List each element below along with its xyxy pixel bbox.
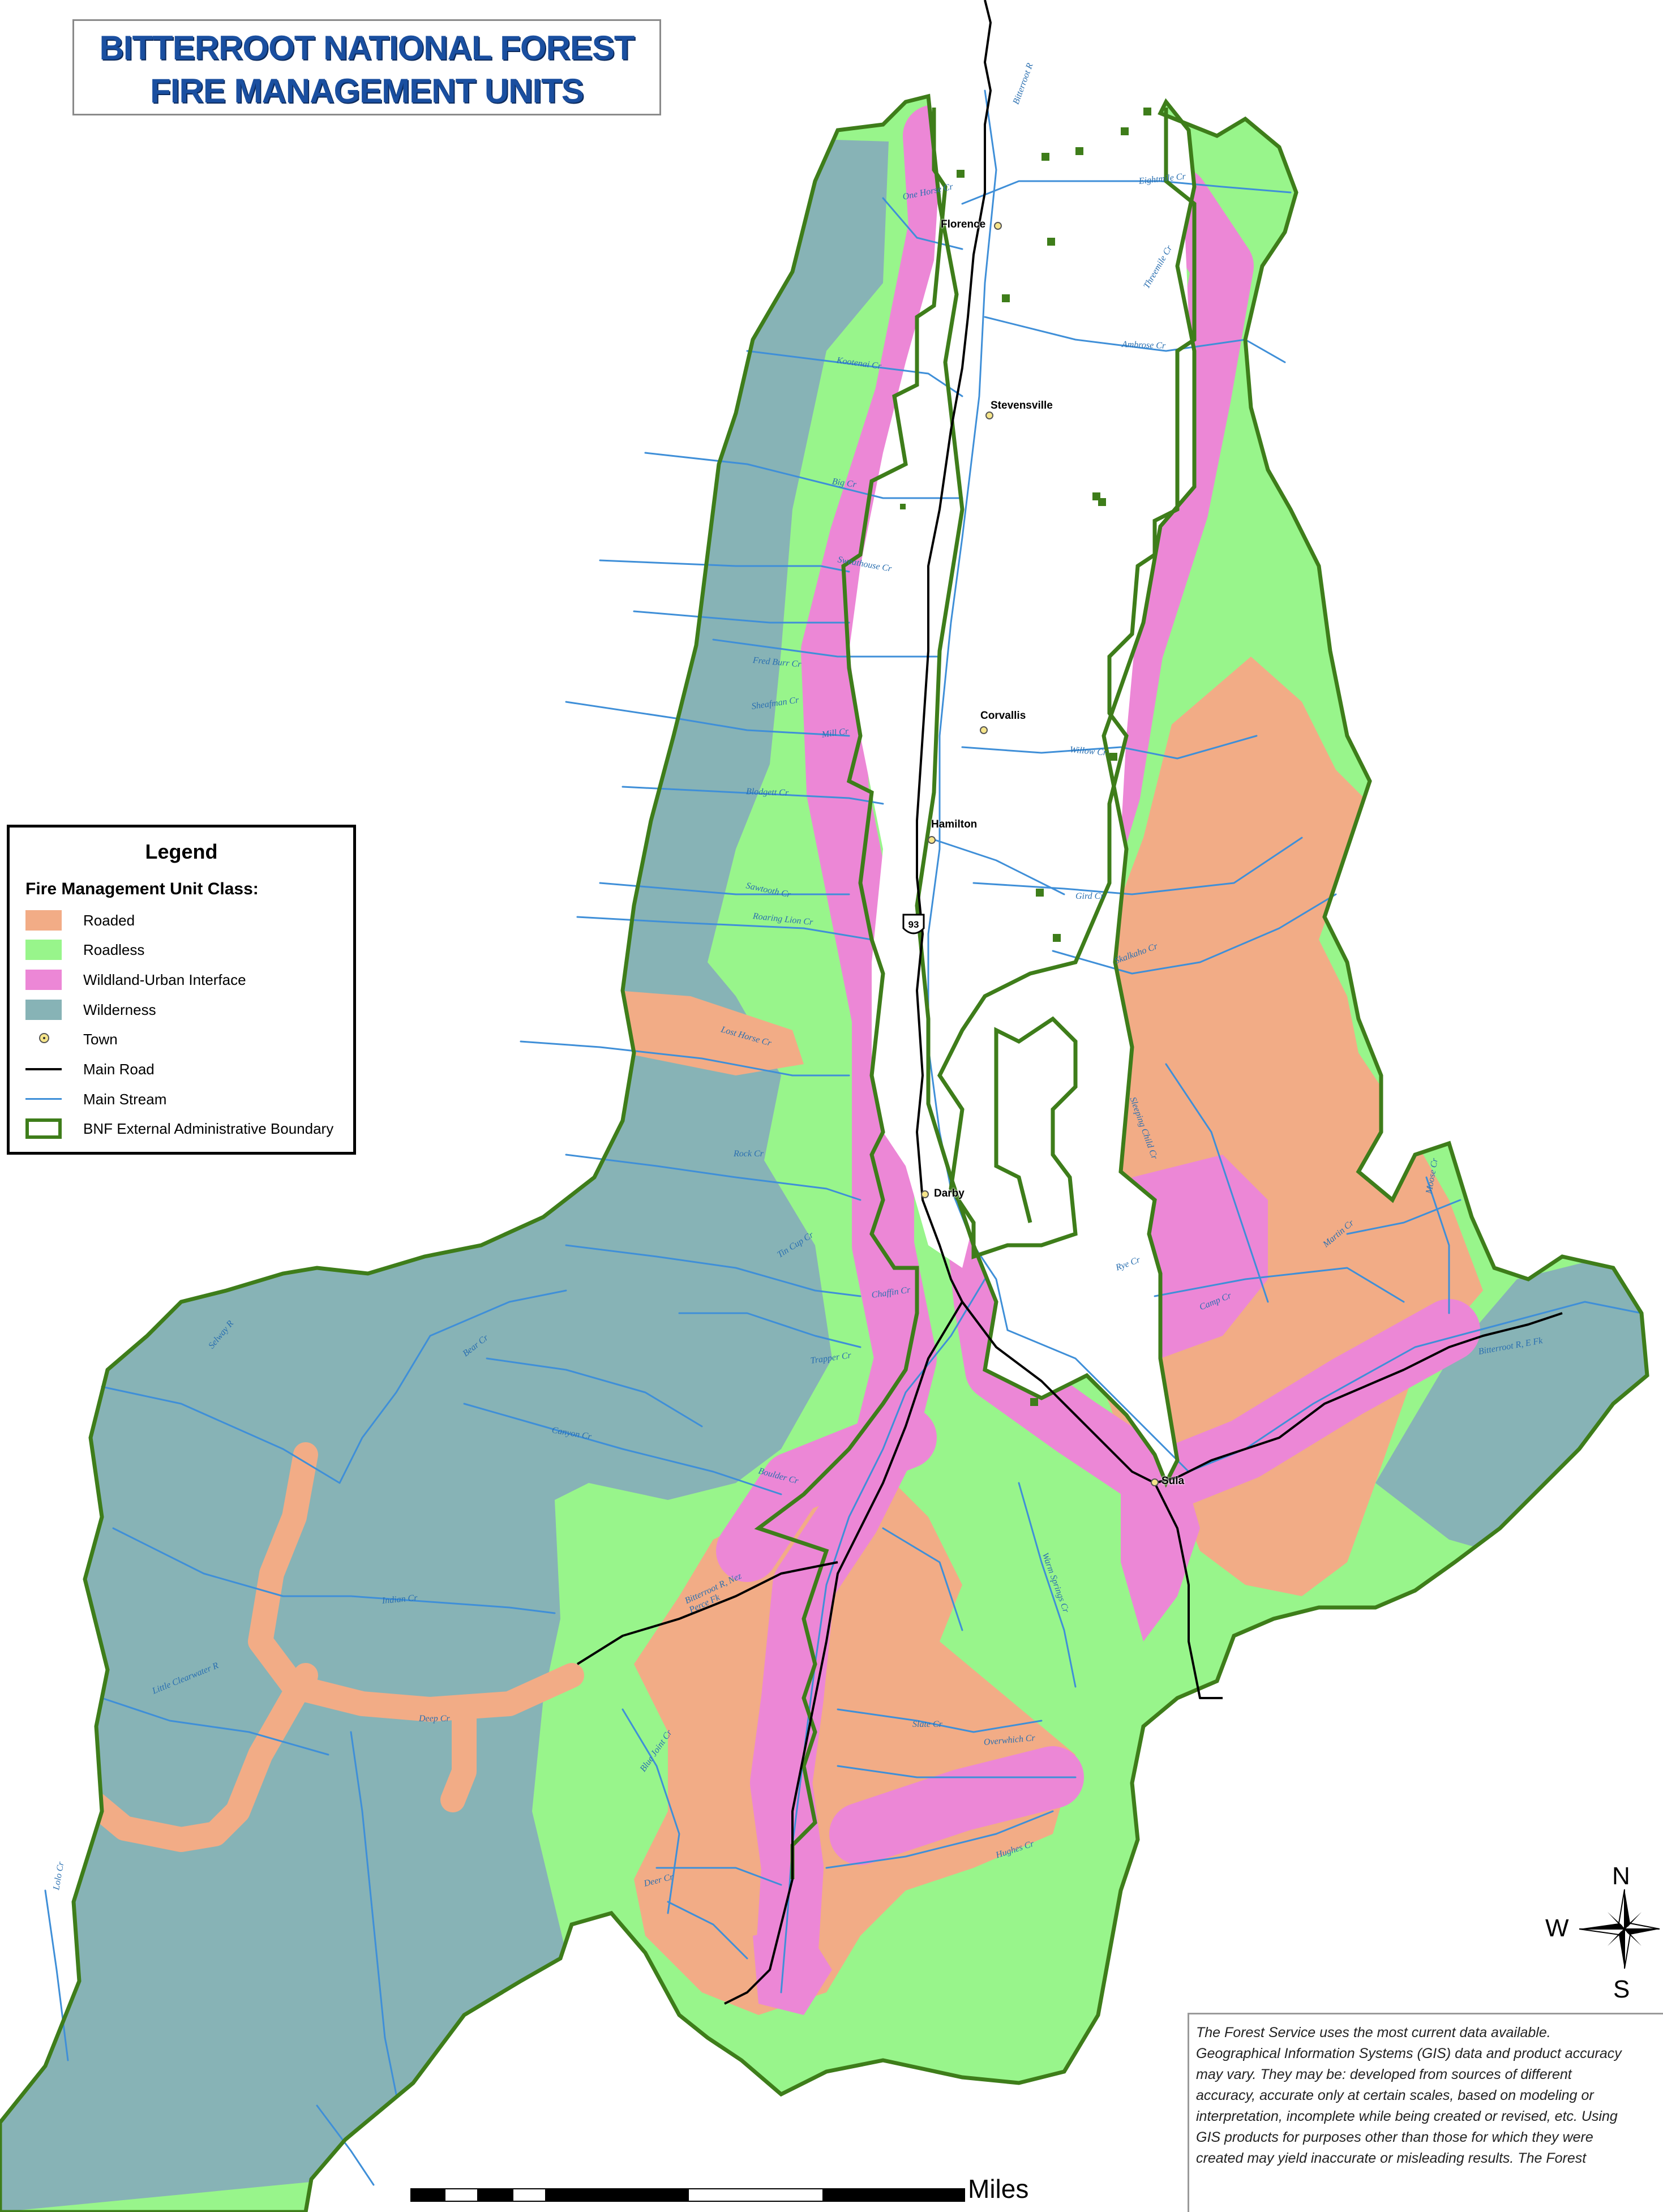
town-dot-darby [921,1190,929,1198]
disclaimer-line: created may yield inaccurate or misleadi… [1196,2150,1587,2166]
road-line-icon [25,1068,62,1070]
stream-label: Ambrose Cr [1121,340,1166,351]
legend-item-boundary: BNF External Administrative Boundary [25,1117,348,1140]
scale-segment [444,2188,478,2202]
disclaimer-line: Geographical Information Systems (GIS) d… [1196,2046,1622,2061]
roaded-swatch [25,910,62,931]
main-road-us93 [916,0,1563,1699]
compass-rose: N W S [1545,1862,1663,2004]
compass-star-icon [1579,1889,1660,1969]
town-label-corvallis: Corvallis [980,710,1026,722]
disclaimer-line: may vary. They may be: developed from so… [1196,2067,1572,2082]
town-dot-florence [994,222,1002,230]
town-dot-hamilton [928,836,936,844]
scale-segment [410,2188,444,2202]
disclaimer-line: accuracy, accurate only at certain scale… [1196,2087,1594,2103]
compass-north-label: N [1612,1862,1630,1890]
data-disclaimer: The Forest Service uses the most current… [1188,2013,1663,2212]
scale-segment [546,2188,688,2202]
legend-label: Wildland-Urban Interface [83,971,246,988]
stream-line-icon [25,1098,62,1100]
valley-private-land [849,96,1189,1268]
route-93-label: 93 [908,919,919,930]
stream-label: Slate Cr [912,1720,942,1729]
scale-segment [688,2188,824,2202]
wilderness-swatch [25,1000,62,1020]
town-dot-corvallis [980,726,988,734]
town-label-stevensville: Stevensville [991,400,1053,411]
boundary-swatch [25,1118,62,1139]
legend-item-main-stream: Main Stream [25,1088,348,1111]
town-dot-sula [1151,1478,1159,1486]
legend-label: Town [83,1031,118,1048]
scale-bar [410,2188,965,2211]
compass-south-label: S [1613,1975,1630,2003]
map-legend: Legend Fire Management Unit Class: Roade… [7,825,356,1155]
stream-label: Blodgett Cr [745,787,789,798]
legend-item-roaded: Roaded [25,909,348,932]
route-93-shield: 93 [902,914,925,934]
disclaimer-line: GIS products for purposes other than tho… [1196,2129,1593,2145]
disclaimer-line: The Forest Service uses the most current… [1196,2025,1551,2040]
roaded-zone-selway [78,1442,584,1852]
town-label-darby: Darby [934,1188,965,1199]
legend-item-wui: Wildland-Urban Interface [25,968,348,991]
legend-item-town: Town [25,1028,348,1051]
town-dot-stevensville [985,411,993,419]
stream-label: Gird Cr [1075,891,1104,901]
scale-segment [478,2188,512,2202]
legend-label: Main Stream [83,1091,167,1108]
legend-title: Legend [145,840,218,863]
compass-west-label: W [1545,1914,1569,1942]
legend-item-main-road: Main Road [25,1058,348,1081]
inholding-markers [900,108,1151,1406]
legend-label: Wilderness [83,1001,156,1018]
disclaimer-line: interpretation, incomplete while being c… [1196,2108,1618,2124]
wui-swatch [25,970,62,990]
scale-unit-label: Miles [968,2174,1029,2204]
town-label-hamilton: Hamilton [931,818,978,830]
legend-item-roadless: Roadless [25,938,348,961]
map-title-box: BITTERROOT NATIONAL FOREST FIRE MANAGEME… [72,19,661,115]
roaded-zone-south [634,1472,1075,2015]
legend-label: Roadless [83,941,145,958]
stream-label: Rock Cr [734,1149,764,1159]
legend-item-wilderness: Wilderness [25,998,348,1021]
legend-label: Main Road [83,1061,155,1078]
scale-segment [824,2188,965,2202]
town-symbol-icon [39,1033,49,1043]
town-label-sula: Sula [1161,1475,1185,1487]
legend-label: BNF External Administrative Boundary [83,1120,334,1137]
legend-label: Roaded [83,912,135,929]
roadless-swatch [25,940,62,960]
wui-boundary-line [754,108,1197,1879]
stream-label: Deep Cr [419,1714,450,1724]
map-title-line-1: BITTERROOT NATIONAL FOREST [99,29,635,67]
scale-segment [512,2188,546,2202]
town-label-florence: Florence [941,218,986,230]
main-road-nez-perce [576,1301,963,2005]
map-title-line-2: FIRE MANAGEMENT UNITS [150,72,584,110]
legend-subtitle: Fire Management Unit Class: [25,880,259,898]
